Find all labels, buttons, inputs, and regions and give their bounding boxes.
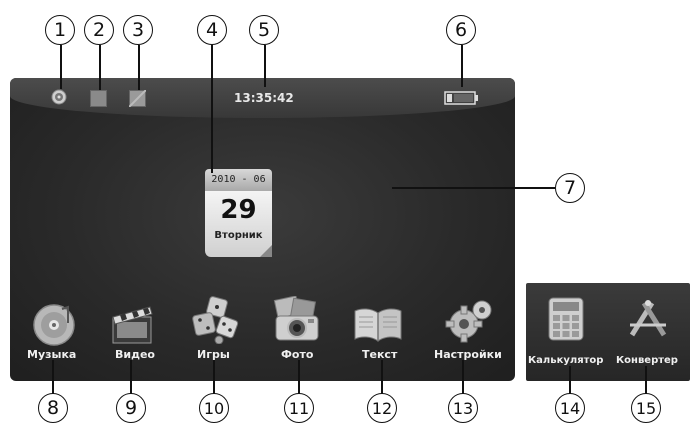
callout-5: 5 <box>249 15 279 45</box>
leader-line-1 <box>60 45 62 89</box>
callout-13: 13 <box>448 393 478 423</box>
dock-item-calculator[interactable]: Калькулятор <box>528 297 608 377</box>
callout-9: 9 <box>116 393 146 423</box>
callout-6: 6 <box>446 15 476 45</box>
dock-label-text: Текст <box>362 348 398 361</box>
callout-2: 2 <box>84 15 114 45</box>
leader-line-5 <box>264 45 266 87</box>
leader-line-14 <box>569 366 571 394</box>
battery-icon <box>444 90 478 110</box>
leader-line-15 <box>645 366 647 394</box>
leader-line-11 <box>298 360 300 394</box>
gear-icon <box>445 300 492 343</box>
dock-label-music: Музыка <box>27 348 77 361</box>
callout-4: 4 <box>197 15 227 45</box>
leader-line-10 <box>213 360 215 394</box>
page-curl <box>260 245 272 257</box>
calendar-day: 29 <box>220 195 257 225</box>
leader-line-8 <box>52 360 54 394</box>
status-disc-icon <box>51 89 67 109</box>
music-disc-icon <box>33 304 75 346</box>
status-bar: 13:35:42 <box>10 78 515 118</box>
callout-12: 12 <box>367 393 397 423</box>
status-striped-square-icon <box>128 89 147 111</box>
dock-item-music[interactable]: Музыка <box>24 303 84 361</box>
leader-line-12 <box>381 360 383 394</box>
calendar-weekday: Вторник <box>214 230 263 241</box>
dock-item-settings[interactable]: Настройки <box>432 298 510 361</box>
dock-label-photo: Фото <box>281 348 314 361</box>
callout-14: 14 <box>555 393 585 423</box>
leader-line-3 <box>138 45 140 90</box>
dock-label-games: Игры <box>197 348 230 361</box>
status-square-icon <box>90 90 107 111</box>
dock-item-games[interactable]: Игры <box>185 296 245 361</box>
callout-7: 7 <box>555 173 585 203</box>
leader-line-4 <box>211 45 213 173</box>
leader-line-7 <box>392 187 555 189</box>
callout-3: 3 <box>123 15 153 45</box>
camera-icon <box>273 296 319 341</box>
book-icon <box>354 308 402 342</box>
dock-label-calculator: Калькулятор <box>528 355 604 366</box>
dock-item-converter[interactable]: Конвертер <box>612 297 688 377</box>
callout-11: 11 <box>284 393 314 423</box>
dice-icon <box>192 296 239 344</box>
dock-label-settings: Настройки <box>434 348 502 361</box>
dock-item-video[interactable]: Видео <box>105 303 165 361</box>
leader-line-9 <box>130 360 132 394</box>
dock-label-video: Видео <box>115 348 155 361</box>
leader-line-6 <box>461 45 463 87</box>
dock-item-photo[interactable]: Фото <box>268 296 328 361</box>
clapperboard-icon <box>112 306 153 344</box>
callout-1: 1 <box>45 15 75 45</box>
dock-label-converter: Конвертер <box>616 355 678 366</box>
calculator-icon <box>548 297 584 341</box>
dock-item-text[interactable]: Текст <box>350 303 410 361</box>
device-screen: 13:35:42 2010 - 06 29 Вторник Музыка <box>10 78 515 381</box>
callout-10: 10 <box>199 393 229 423</box>
calendar-widget[interactable]: 2010 - 06 29 Вторник <box>205 169 272 257</box>
extra-apps-panel: Калькулятор Конвертер <box>526 283 690 381</box>
leader-line-13 <box>462 360 464 394</box>
leader-line-2 <box>99 45 101 90</box>
callout-15: 15 <box>631 393 661 423</box>
calendar-year-month: 2010 - 06 <box>205 169 272 191</box>
callout-8: 8 <box>38 393 68 423</box>
clock-time: 13:35:42 <box>234 91 294 105</box>
converter-icon <box>629 300 667 337</box>
